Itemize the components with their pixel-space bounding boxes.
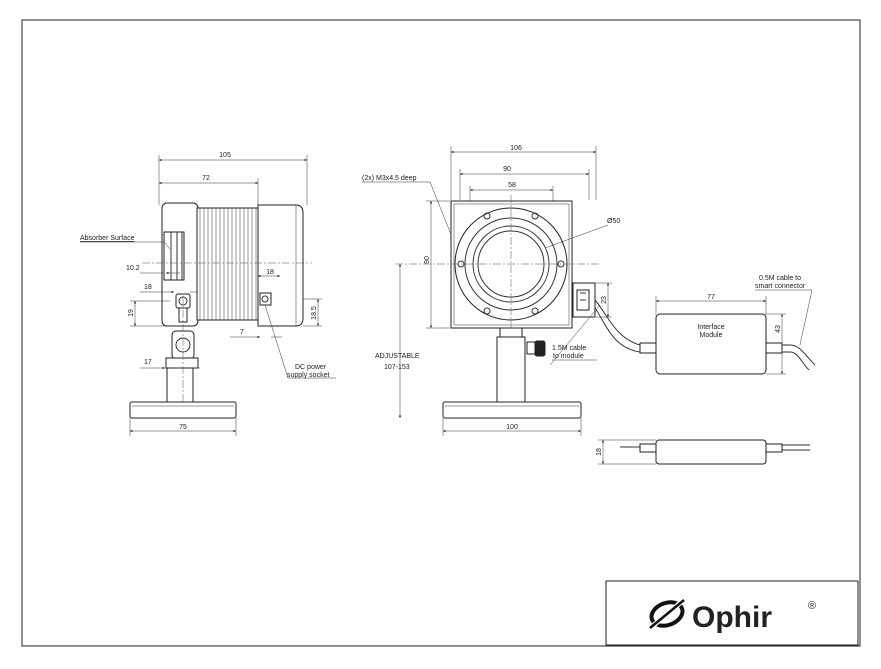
- label-cable-smart-2: smart connector: [755, 283, 806, 290]
- dim-front-base: 100: [506, 424, 518, 431]
- label-absorber-surface: Absorber Surface: [80, 235, 135, 242]
- label-cable-module: 1.5M cable: [552, 345, 586, 352]
- label-module-interface: Interface: [697, 324, 724, 331]
- dim-front-height: 90: [424, 256, 431, 264]
- dim-front-inner: 90: [503, 166, 511, 173]
- side-view: 105 72: [80, 152, 336, 436]
- dim-front-width: 106: [510, 145, 522, 152]
- dim-front-aperture: Ø50: [607, 218, 620, 225]
- title-block: Ophir ®: [605, 580, 859, 646]
- label-adjustable-range: 107-153: [384, 364, 410, 371]
- dim-module-height: 43: [775, 325, 782, 333]
- dim-module-thickness: 18: [596, 448, 603, 456]
- dim-side-knob-width: 18: [144, 284, 152, 291]
- label-dc-power-socket: supply socket: [287, 372, 329, 379]
- drawing-border: [21, 19, 861, 647]
- label-cable-smart: 0.5M cable to: [759, 275, 801, 282]
- dim-side-socket-offset: 18: [266, 269, 274, 276]
- dim-module-length: 77: [707, 294, 715, 301]
- label-module-name: Module: [700, 332, 723, 339]
- dim-side-socket-gap: 7: [240, 329, 244, 336]
- front-view: 106 90 58 (2x) M3x4.5 deep Ø: [362, 145, 655, 436]
- heatsink-fins: [196, 207, 261, 321]
- dim-side-post: 17: [144, 359, 152, 366]
- dim-side-knob-height: 19: [128, 309, 135, 317]
- brand-registered-mark: ®: [808, 600, 816, 612]
- dim-side-body: 72: [202, 175, 210, 182]
- interface-module-view: 77 Interface Module 43 0.5M cable to sma…: [596, 275, 816, 465]
- label-dc-power: DC power: [295, 364, 327, 371]
- dim-front-holes: 58: [508, 182, 516, 189]
- label-threads: (2x) M3x4.5 deep: [362, 175, 417, 182]
- label-cable-module-2: to module: [553, 353, 584, 360]
- dim-front-connector: 23: [601, 296, 608, 304]
- dim-side-socket-height: 18.5: [311, 306, 318, 320]
- brand-logo-text: Ophir: [692, 601, 772, 634]
- ophir-logo-mark: [646, 596, 688, 632]
- dim-side-width: 105: [219, 152, 231, 159]
- dim-side-base: 75: [179, 424, 187, 431]
- dim-side-absorber-offset: 10.2: [126, 265, 140, 272]
- label-adjustable: ADJUSTABLE: [375, 353, 420, 360]
